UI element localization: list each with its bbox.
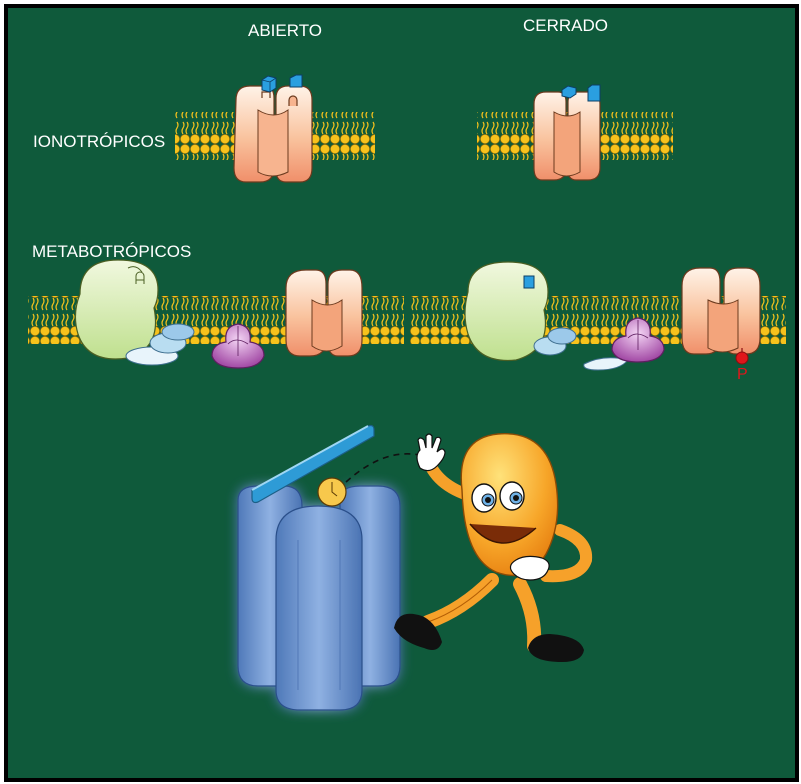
- ligand-cube: [524, 276, 534, 288]
- hinge-knob: [318, 478, 346, 506]
- ligand-cube: [262, 76, 276, 92]
- label-open: ABIERTO: [248, 22, 322, 39]
- channel-metabotropic-right: [682, 268, 760, 364]
- label-ionotropic: IONOTRÓPICOS: [33, 133, 165, 150]
- label-closed: CERRADO: [523, 17, 608, 34]
- label-metabotropic: METABOTRÓPICOS: [32, 243, 191, 260]
- label-phosphate: P: [737, 367, 748, 383]
- ion-channel-closed: [534, 85, 600, 180]
- hip-glove: [510, 556, 549, 580]
- motion-trail: [346, 454, 424, 482]
- channel-metabotropic-left: [286, 270, 362, 356]
- ligand-cube: [588, 85, 600, 101]
- ligand-cube: [290, 75, 302, 87]
- large-channel-illustration: [238, 486, 400, 710]
- ion-channel-open: [234, 75, 312, 182]
- cartoon-character: [394, 434, 586, 662]
- phosphate-dot: [736, 352, 748, 364]
- waving-glove: [417, 434, 445, 471]
- right-shoe: [528, 634, 584, 662]
- metabotropic-receptor-left: [75, 260, 158, 359]
